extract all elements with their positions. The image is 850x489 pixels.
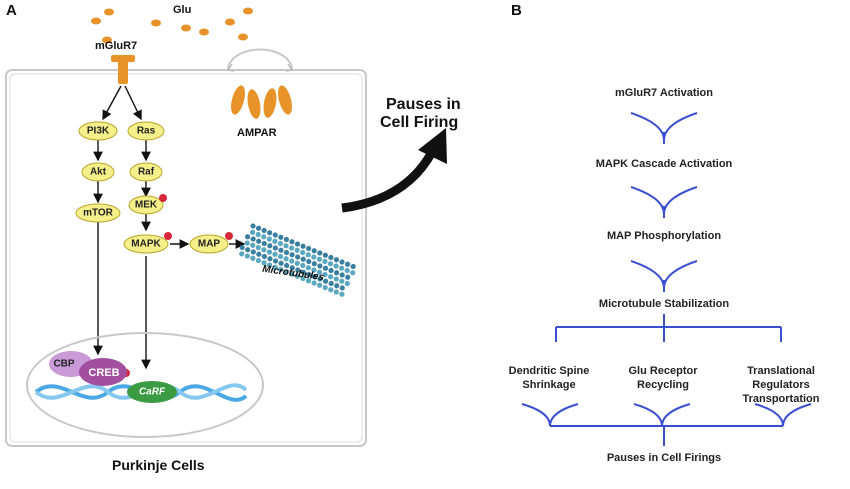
- mtor-label: mTOR: [83, 207, 113, 219]
- branch-translational-line1: Translational Regulators: [747, 365, 815, 391]
- cell-membrane: [5, 69, 367, 447]
- branch-glu-line1: Glu Receptor: [628, 365, 698, 377]
- node-mtor: [75, 203, 121, 223]
- cbp-label: CBP: [53, 358, 75, 370]
- glu-label: Glu: [173, 4, 192, 16]
- step-map-phosphorylation: MAP Phosphorylation: [606, 230, 722, 242]
- branch-translational-regulators-transportation: Translational Regulators Transportation: [742, 364, 819, 406]
- microtubules-icon: [238, 223, 357, 298]
- step-mapk-cascade-activation: MAPK Cascade Activation: [595, 158, 733, 170]
- node-mapk: [123, 234, 169, 254]
- step-mglur7-activation: mGluR7 Activation: [615, 87, 713, 99]
- step-pauses-in-cell-firings: Pauses in Cell Firings: [606, 452, 722, 464]
- node-map: [189, 234, 229, 254]
- branch-translational-line2: Transportation: [742, 393, 820, 405]
- raf-label: Raf: [137, 166, 155, 178]
- pauses-in-cell-firing-line2: Cell Firing: [380, 114, 459, 131]
- panel-a-letter: A: [6, 2, 17, 19]
- pathway-nodes: [75, 121, 229, 254]
- panel-b-letter: B: [511, 2, 522, 19]
- purkinje-cells-label: Purkinje Cells: [112, 457, 205, 473]
- akt-label: Akt: [89, 166, 107, 178]
- nucleus: [26, 332, 264, 438]
- curved-arrow-icon: [341, 128, 447, 213]
- carf-label: CaRF: [138, 386, 166, 398]
- mapk-label: MAPK: [131, 238, 161, 250]
- creb-label: CREB: [88, 367, 120, 379]
- mek-label: MEK: [134, 199, 158, 211]
- flowchart-connectors: [521, 112, 812, 446]
- mglur7-receptor-icon: [111, 55, 135, 84]
- branch-dendritic-line1: Dendritic Spine: [508, 365, 590, 377]
- node-ras: [127, 121, 165, 141]
- node-pi3k: [78, 121, 118, 141]
- creb-protein: [79, 358, 127, 386]
- glutamate-molecules: [91, 7, 253, 44]
- map-label: MAP: [197, 238, 221, 250]
- branch-glu-line2: Recycling: [637, 379, 689, 391]
- ampar-label: AMPAR: [237, 127, 277, 139]
- mglur7-label: mGluR7: [95, 40, 138, 52]
- node-raf: [129, 162, 163, 182]
- cell-membrane-inner: [9, 73, 363, 443]
- ampar-channel-icon: [226, 48, 294, 119]
- step-microtubule-stabilization: Microtubule Stabilization: [598, 298, 730, 310]
- carf-protein: [127, 381, 177, 403]
- node-akt: [81, 162, 115, 182]
- pi3k-label: PI3K: [86, 125, 110, 137]
- branch-dendritic-line2: Shrinkage: [522, 379, 576, 391]
- pauses-in-cell-firing-line1: Pauses in: [386, 96, 461, 113]
- branch-dendritic-spine-shrinkage: Dendritic Spine Shrinkage: [509, 364, 590, 392]
- receptor-arrows: [93, 85, 246, 370]
- branch-glu-receptor-recycling: Glu Receptor Recycling: [628, 364, 697, 392]
- node-mek: [128, 195, 164, 215]
- phospho-tags: [122, 194, 233, 377]
- ras-label: Ras: [136, 125, 156, 137]
